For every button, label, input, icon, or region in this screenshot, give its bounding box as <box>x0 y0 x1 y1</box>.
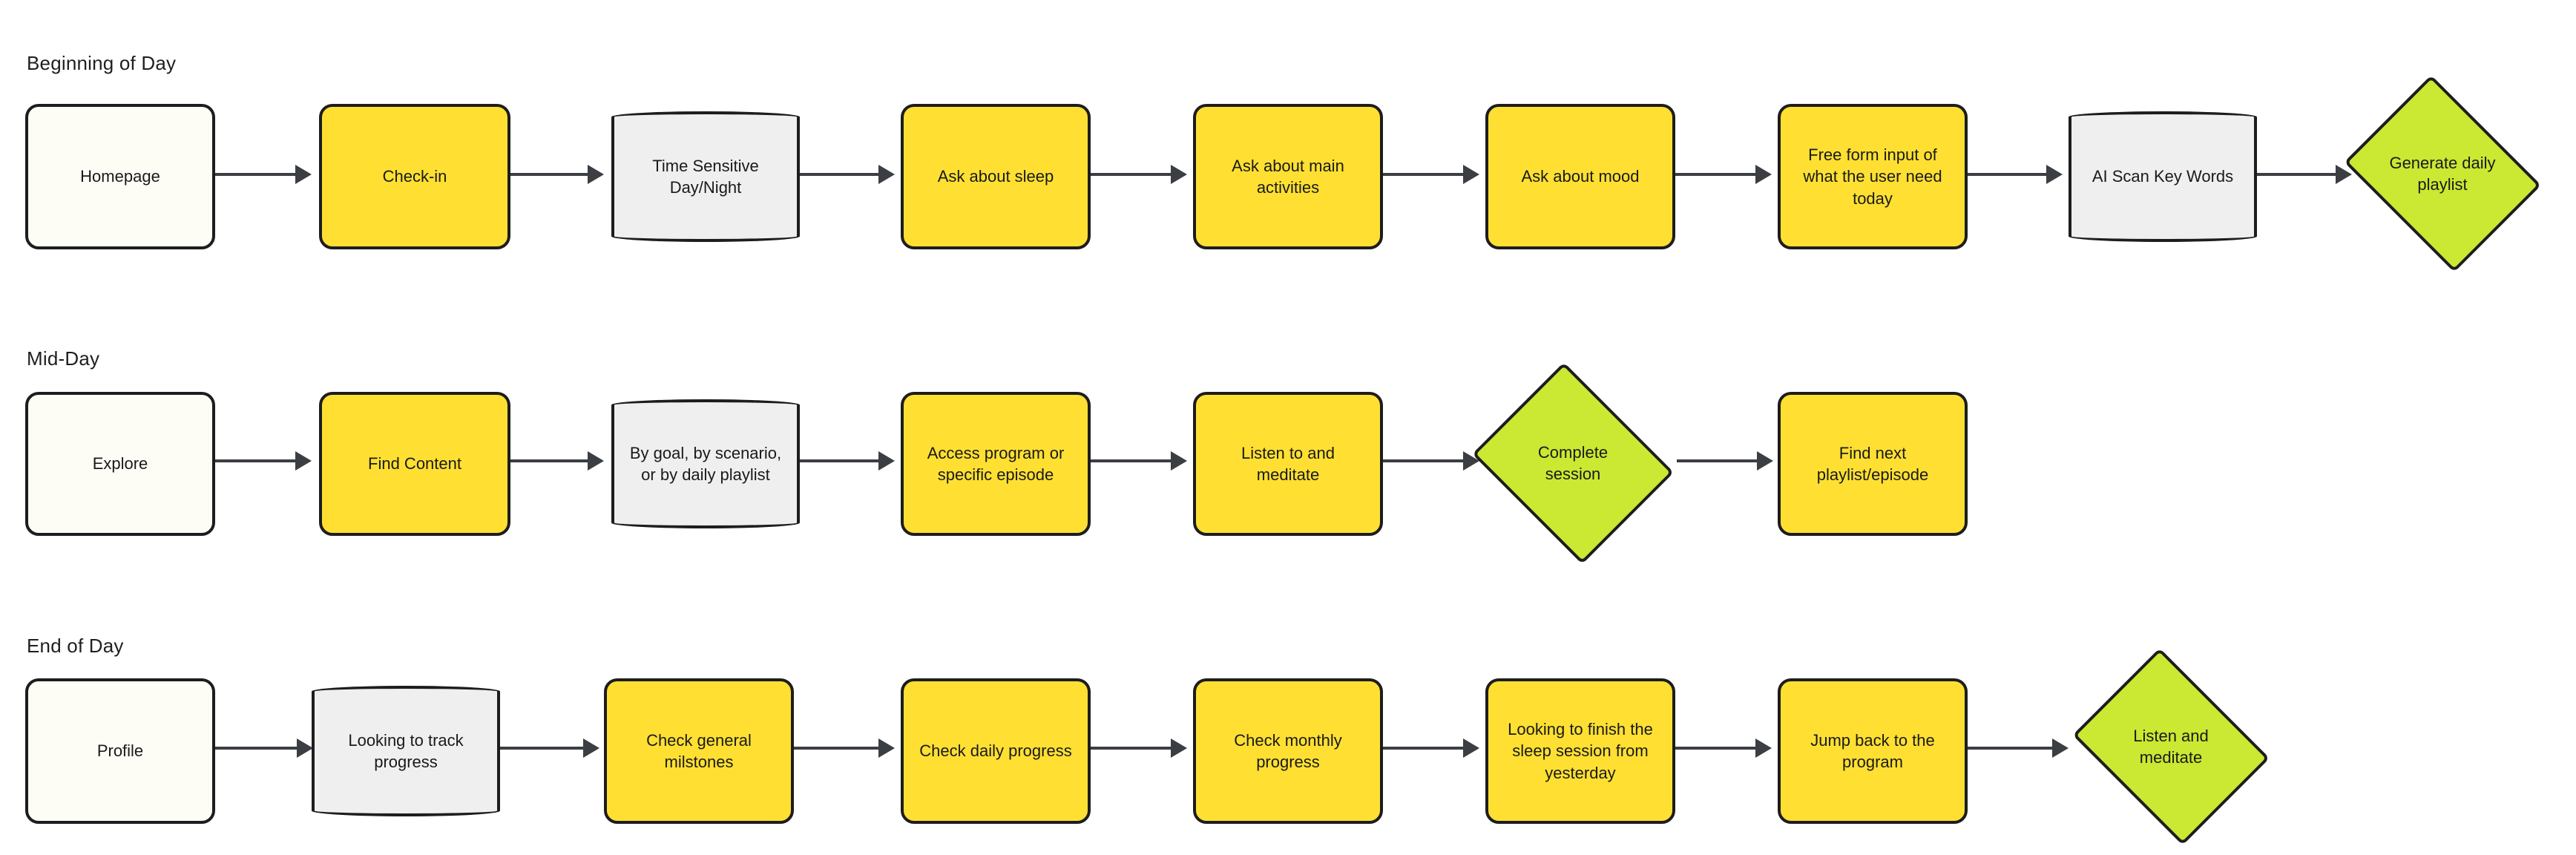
arrowhead-icon <box>583 738 599 758</box>
node-label: Ask about main activities <box>1232 156 1344 197</box>
arrowhead-icon <box>295 451 312 471</box>
node-jump-back-to-the-program[interactable]: Jump back to the program <box>1778 678 1968 824</box>
edge-explore-to-find-content <box>215 459 295 462</box>
node-check-monthly-progress[interactable]: Check monthly progress <box>1193 678 1383 824</box>
node-label: Profile <box>96 741 144 761</box>
node-homepage[interactable]: Homepage <box>25 104 215 249</box>
arrowhead-icon <box>1755 165 1772 184</box>
node-profile[interactable]: Profile <box>25 678 215 824</box>
node-label: Looking to finish the sleep session from… <box>1508 719 1653 782</box>
edge-by-goal-to-access-program <box>800 459 878 462</box>
edge-ai-scan-to-generate-playlist <box>2257 173 2336 176</box>
node-free-form-input[interactable]: Free form input of what the user need to… <box>1778 104 1968 249</box>
arrowhead-icon <box>588 451 604 471</box>
node-generate-daily-playlist[interactable]: Generate daily playlist <box>2339 75 2546 272</box>
edge-finish-sleep-to-jump-back <box>1675 747 1755 750</box>
arrowhead-icon <box>295 165 312 184</box>
edge-profile-to-track-progress <box>215 747 297 750</box>
node-ask-about-main-activities[interactable]: Ask about main activities <box>1193 104 1383 249</box>
edge-time-sensitive-to-ask-sleep <box>800 173 878 176</box>
node-label: Complete session <box>1537 442 1609 483</box>
node-label: By goal, by scenario, or by daily playli… <box>629 443 782 484</box>
arrowhead-icon <box>1171 451 1187 471</box>
edge-ask-mood-to-free-form <box>1675 173 1755 176</box>
arrowhead-icon <box>2336 165 2352 184</box>
arrowhead-icon <box>1171 165 1187 184</box>
arrowhead-icon <box>1755 738 1772 758</box>
edge-access-program-to-listen-meditate <box>1091 459 1171 462</box>
node-ask-about-mood[interactable]: Ask about mood <box>1485 104 1675 249</box>
edge-monthly-progress-to-finish-sleep <box>1383 747 1463 750</box>
node-label: Ask about sleep <box>937 167 1054 186</box>
node-label: Access program or specific episode <box>927 443 1065 484</box>
node-looking-to-finish-sleep-session[interactable]: Looking to finish the sleep session from… <box>1485 678 1675 824</box>
node-label: Check monthly progress <box>1234 730 1342 771</box>
node-ask-about-sleep[interactable]: Ask about sleep <box>901 104 1091 249</box>
node-looking-to-track-progress[interactable]: Looking to track progress <box>312 686 500 816</box>
node-by-goal-by-scenario[interactable]: By goal, by scenario, or by daily playli… <box>611 399 800 528</box>
node-check-daily-progress[interactable]: Check daily progress <box>901 678 1091 824</box>
arrowhead-icon <box>878 451 895 471</box>
node-label: Check general milstones <box>646 730 752 771</box>
edge-ask-activities-to-ask-mood <box>1383 173 1463 176</box>
band-title-beginning-of-day: Beginning of Day <box>27 52 177 74</box>
node-label: Homepage <box>80 167 160 186</box>
node-label: Free form input of what the user need to… <box>1803 145 1942 208</box>
arrowhead-icon <box>588 165 604 184</box>
node-check-general-milstones[interactable]: Check general milstones <box>604 678 794 824</box>
node-label: Jump back to the program <box>1810 730 1935 771</box>
arrowhead-icon <box>2052 738 2069 758</box>
edge-free-form-to-ai-scan <box>1968 173 2046 176</box>
node-label: Find next playlist/episode <box>1816 443 1929 484</box>
node-label: AI Scan Key Words <box>2092 167 2234 186</box>
arrowhead-icon <box>878 165 895 184</box>
node-ai-scan-key-words[interactable]: AI Scan Key Words <box>2069 111 2257 242</box>
node-label: Explore <box>92 454 148 474</box>
node-label: Time Sensitive Day/Night <box>652 156 759 197</box>
arrowhead-icon <box>1171 738 1187 758</box>
arrowhead-icon <box>297 738 313 758</box>
arrowhead-icon <box>2046 165 2063 184</box>
edge-jump-back-to-listen-and-meditate <box>1968 747 2052 750</box>
node-label: Looking to track progress <box>348 730 464 771</box>
edge-complete-session-to-find-next <box>1677 459 1757 462</box>
node-label: Listen and meditate <box>2133 726 2209 767</box>
node-access-program[interactable]: Access program or specific episode <box>901 392 1091 536</box>
edge-daily-progress-to-monthly-progress <box>1091 747 1171 750</box>
arrowhead-icon <box>1463 165 1479 184</box>
node-label: Check daily progress <box>919 741 1072 761</box>
edge-find-content-to-by-goal <box>510 459 588 462</box>
node-label: Find Content <box>368 454 461 474</box>
node-label: Listen to and meditate <box>1241 443 1335 484</box>
node-find-content[interactable]: Find Content <box>319 392 510 536</box>
edge-homepage-to-check-in <box>215 173 295 176</box>
node-label: Ask about mood <box>1521 167 1640 186</box>
node-label: Generate daily playlist <box>2389 153 2496 194</box>
edge-ask-sleep-to-ask-activities <box>1091 173 1171 176</box>
node-time-sensitive-day-night[interactable]: Time Sensitive Day/Night <box>611 111 800 242</box>
arrowhead-icon <box>1757 451 1773 471</box>
arrowhead-icon <box>1463 738 1479 758</box>
edge-check-in-to-time-sensitive <box>510 173 588 176</box>
node-listen-and-meditate[interactable]: Listen and meditate <box>2067 648 2275 845</box>
edge-general-milstones-to-daily-progress <box>794 747 878 750</box>
node-complete-session[interactable]: Complete session <box>1469 362 1677 564</box>
node-find-next-playlist-episode[interactable]: Find next playlist/episode <box>1778 392 1968 536</box>
edge-track-progress-to-general-milstones <box>500 747 583 750</box>
arrowhead-icon <box>878 738 895 758</box>
node-explore[interactable]: Explore <box>25 392 215 536</box>
edge-listen-meditate-to-complete-session <box>1383 459 1463 462</box>
band-title-mid-day: Mid-Day <box>27 347 100 370</box>
node-listen-to-and-meditate[interactable]: Listen to and meditate <box>1193 392 1383 536</box>
band-title-end-of-day: End of Day <box>27 635 124 657</box>
node-check-in[interactable]: Check-in <box>319 104 510 249</box>
node-label: Check-in <box>382 167 447 186</box>
